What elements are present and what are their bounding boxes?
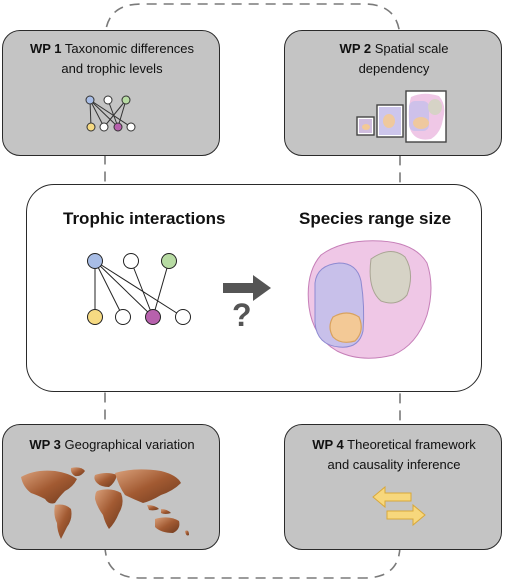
wp1-node-blue xyxy=(85,95,95,105)
wp4-id: WP 4 xyxy=(312,437,344,452)
wp2-line1: Spatial scale xyxy=(374,41,449,56)
wp1-food-web-icon xyxy=(85,95,136,132)
wp1-node-yellow xyxy=(86,122,96,132)
trophic-interactions-label: Trophic interactions xyxy=(63,209,226,228)
species-range-size-label: Species range size xyxy=(299,209,452,228)
range-grey xyxy=(369,251,411,304)
wp1-node-white-1 xyxy=(99,122,109,132)
wp1-node-white-top xyxy=(103,95,113,105)
wp4-box: WP 4 Theoretical framework and causality… xyxy=(284,424,502,550)
wp4-title: WP 4 Theoretical framework and causality… xyxy=(285,435,503,475)
question-mark: ? xyxy=(232,297,252,333)
node-yellow xyxy=(87,309,103,325)
node-white-bottom-1 xyxy=(115,309,131,325)
right-arrow-icon xyxy=(223,275,271,301)
wp1-line2: and trophic levels xyxy=(61,61,163,76)
wp1-box: WP 1 Taxonomic differences and trophic l… xyxy=(2,30,220,156)
wp3-line1: Geographical variation xyxy=(64,437,195,452)
wp2-id: WP 2 xyxy=(339,41,372,56)
node-green xyxy=(161,253,177,269)
wp2-title: WP 2 Spatial scale dependency xyxy=(285,39,503,79)
wp3-box: WP 3 Geographical variation xyxy=(2,424,220,550)
wp2-line2: dependency xyxy=(358,61,430,76)
wp3-title: WP 3 Geographical variation xyxy=(3,435,221,455)
wp3-world-map-icon xyxy=(21,467,189,539)
node-white-bottom-2 xyxy=(175,309,191,325)
wp2-spatial-scale-icon xyxy=(356,90,447,143)
species-range-diagram xyxy=(307,240,432,359)
wp4-line2: and causality inference xyxy=(327,457,461,472)
wp1-id: WP 1 xyxy=(29,41,62,56)
node-white-top xyxy=(123,253,139,269)
wp4-line1: Theoretical framework xyxy=(347,437,476,452)
central-box: Trophic interactions Species range size … xyxy=(26,184,482,392)
wp1-node-green xyxy=(121,95,131,105)
wp2-box: WP 2 Spatial scale dependency xyxy=(284,30,502,156)
wp1-node-purple xyxy=(113,122,123,132)
wp1-title: WP 1 Taxonomic differences and trophic l… xyxy=(3,39,221,79)
node-purple xyxy=(145,309,161,325)
wp1-node-white-2 xyxy=(126,122,136,132)
range-peach xyxy=(329,312,362,343)
wp4-bidirectional-arrows-icon xyxy=(372,485,426,527)
trophic-network-diagram xyxy=(87,253,191,325)
node-blue xyxy=(87,253,103,269)
wp1-line1: Taxonomic differences xyxy=(64,41,195,56)
wp3-id: WP 3 xyxy=(29,437,61,452)
